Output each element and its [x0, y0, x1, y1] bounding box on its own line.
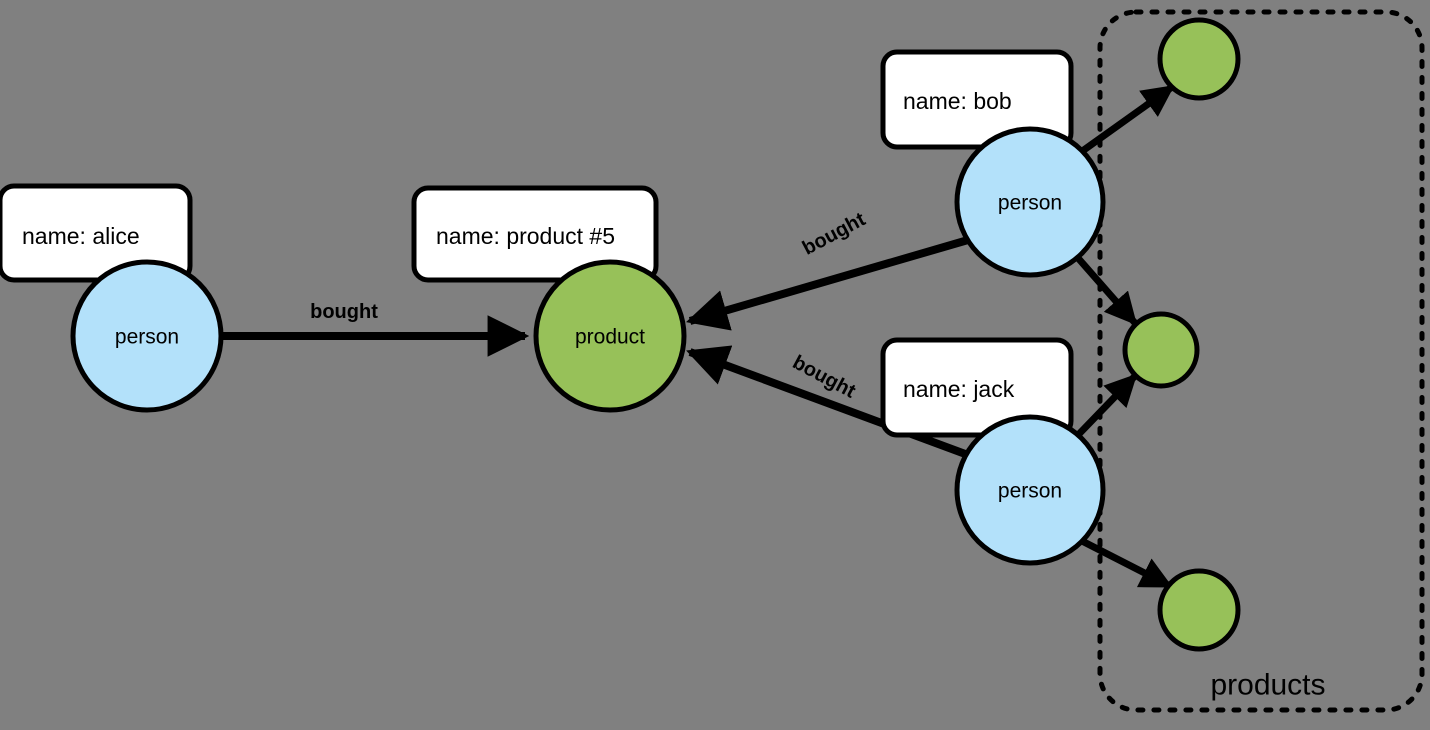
edge-label-bob-bought: bought: [799, 208, 869, 259]
group-label-products: products: [1210, 669, 1325, 702]
product-node-circle: [533, 259, 687, 413]
node-label: person: [998, 480, 1062, 503]
node-bob[interactable]: person: [954, 126, 1106, 278]
node-label: person: [115, 326, 179, 349]
product-node-circle: [1157, 568, 1241, 652]
property-box-alice[interactable]: name: alice: [0, 183, 193, 283]
product-node-circle: [1157, 17, 1241, 101]
node-product-mid[interactable]: [1122, 311, 1200, 389]
node-alice[interactable]: person: [70, 259, 224, 413]
edge-jack-to-product-bottom[interactable]: [1080, 537, 1173, 590]
property-box-frame: [880, 49, 1074, 150]
person-node-circle: [70, 259, 224, 413]
property-box-text: name: bob: [903, 88, 1012, 114]
node-label: person: [998, 192, 1062, 215]
property-box-text: name: product #5: [436, 223, 615, 249]
property-box-product5[interactable]: name: product #5: [411, 185, 659, 283]
edge-bob-to-product-top[interactable]: [1078, 84, 1175, 155]
property-box-text: name: jack: [903, 376, 1015, 402]
node-product-bottom[interactable]: [1157, 568, 1241, 652]
person-node-circle: [954, 414, 1106, 566]
property-box-bob[interactable]: name: bob: [880, 49, 1074, 150]
property-box-jack[interactable]: name: jack: [880, 337, 1074, 438]
edge-bob-to-product-mid[interactable]: [1075, 255, 1138, 326]
edge-label-alice-bought: bought: [310, 301, 378, 323]
edge-jack-bought-product[interactable]: [686, 345, 970, 459]
node-jack[interactable]: person: [954, 414, 1106, 566]
product-node-circle: [1122, 311, 1200, 389]
edges-layer: [222, 84, 1175, 590]
edge-jack-to-product-mid[interactable]: [1076, 373, 1138, 437]
node-product-top[interactable]: [1157, 17, 1241, 101]
node-label: product: [575, 326, 645, 349]
property-box-frame: [880, 337, 1074, 438]
person-node-circle: [954, 126, 1106, 278]
edge-bob-bought-product[interactable]: [686, 236, 970, 331]
node-product5[interactable]: product: [533, 259, 687, 413]
property-box-text: name: alice: [22, 223, 140, 249]
property-box-frame: [411, 185, 659, 283]
